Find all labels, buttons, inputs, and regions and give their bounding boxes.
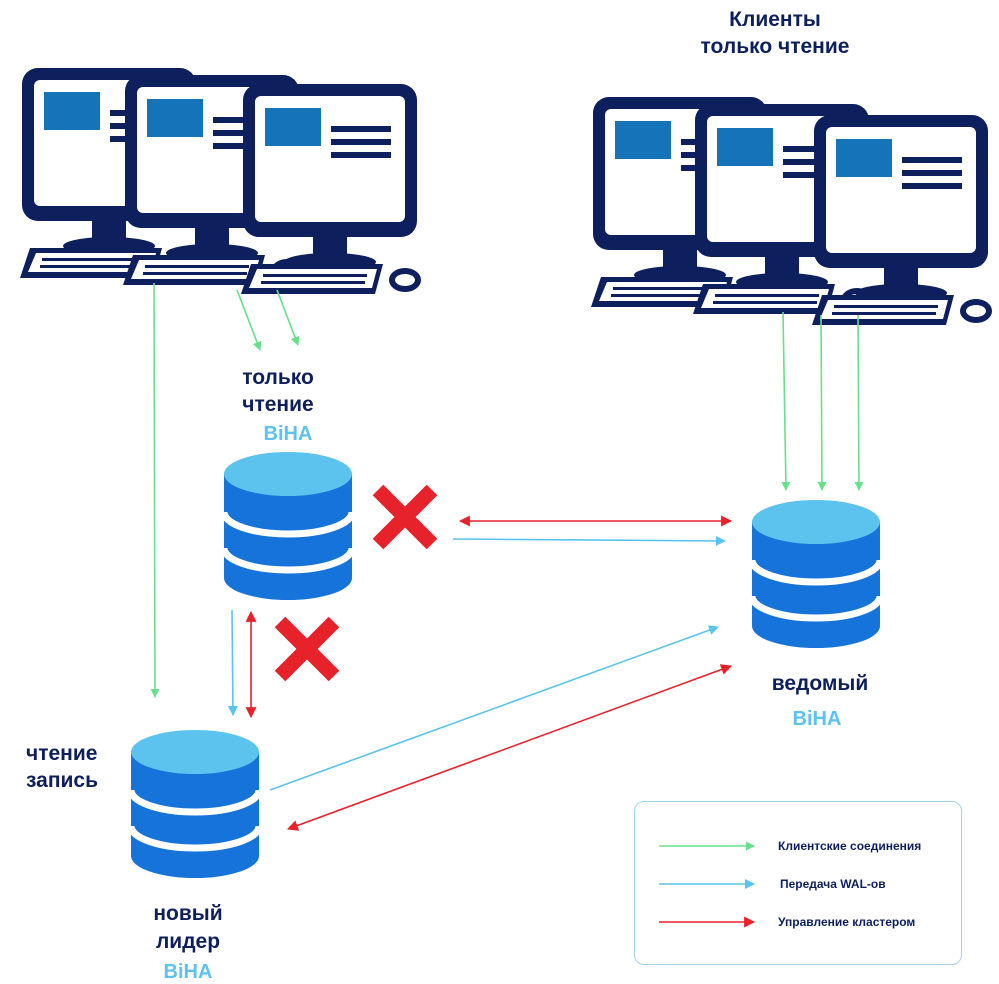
legend-label-wal-transfer: Передача WAL-ов [780,877,886,891]
new-leader-label-line1: новый [153,902,223,925]
database-new-leader-icon [131,730,259,878]
legend-label-client-connections: Клиентские соединения [778,839,922,853]
arrow-client-to-old-leader-2 [276,289,300,346]
arrow-wal-old-leader-to-follower [452,535,726,546]
cluster-control-arrows [245,515,733,831]
follower-tag: BiHA [792,708,842,730]
cross-icon [280,622,334,676]
arrow-wal-new-leader-to-follower [269,625,719,791]
arrow-client-to-follower-2 [817,314,827,491]
new-leader-role-line1: чтение [26,742,98,765]
old-leader-label-line2: чтение [242,393,314,416]
old-leader-label-line1: только [242,366,314,389]
desktop-computer-icon [812,115,992,325]
cross-icon [378,490,432,544]
old-leader-tag: BiHA [263,423,313,445]
client-connection-arrows [150,282,864,698]
clients-ro-group [591,97,992,325]
follower-label: ведомый [771,672,869,695]
database-follower-icon [752,500,880,648]
arrow-wal-old-leader-to-new-leader [227,609,238,716]
database-old-leader-icon [224,452,352,600]
desktop-computer-icon [241,84,421,294]
legend-label-cluster-control: Управление кластером [778,915,916,929]
new-leader-role-line2: запись [26,769,99,792]
clients-ro-title-line1: Клиенты [729,8,821,31]
arrow-control-new-leader-follower [286,664,733,831]
new-leader-label-line2: лидер [155,930,221,953]
arrow-client-to-new-leader [150,282,160,698]
new-leader-tag: BiHA [163,961,213,983]
arrow-client-to-old-leader-1 [236,289,262,351]
arrow-client-to-follower-1 [781,311,791,491]
clients-ro-title-line2: только чтение [700,35,850,58]
arrow-client-to-follower-3 [854,314,864,491]
clients-rw-group [20,68,421,294]
